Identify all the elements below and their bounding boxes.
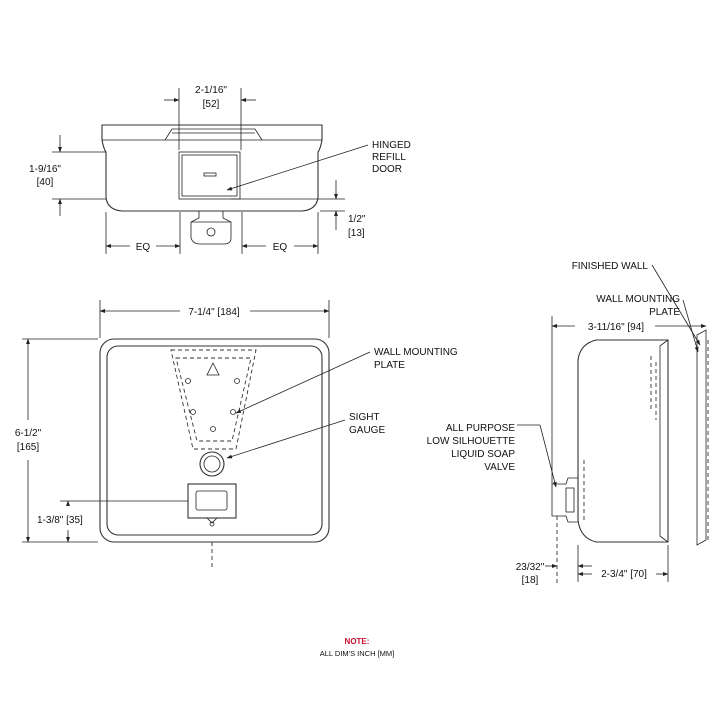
callout-gauge: GAUGE: [349, 425, 385, 436]
top-width-dim: 2-1/16": [195, 85, 227, 96]
callout-valve-2: LOW SILHOUETTE: [427, 436, 516, 447]
callout-side-plate-2: PLATE: [649, 307, 680, 318]
callout-door: DOOR: [372, 164, 402, 175]
eq-left-dim: EQ: [136, 242, 151, 253]
note-body: ALL DIM'S INCH [MM]: [320, 649, 395, 658]
side-valve-dim-mm: [18]: [522, 575, 539, 586]
valve-height-dim-mm: [13]: [348, 228, 365, 239]
callout-finished-wall: FINISHED WALL: [572, 261, 649, 272]
top-view: 2-1/16" [52] 1-9/16" [40] 1/2" [13] EQ E…: [29, 85, 411, 254]
callout-hinged: HINGED: [372, 140, 411, 151]
side-valve: [551, 477, 578, 523]
side-view: 3-11/16" [94] 2-3/4" [70] 23/32" [18] FI…: [427, 261, 709, 586]
callout-valve-4: VALVE: [484, 462, 515, 473]
front-view-body-outer: [99, 338, 330, 543]
front-width-dim: 7-1/4" [184]: [188, 307, 240, 318]
callout-sight: SIGHT: [349, 412, 380, 423]
callout-wall-plate-2: PLATE: [374, 360, 405, 371]
callout-wall-plate: WALL MOUNTING: [374, 347, 458, 358]
front-height-dim: 6-1/2": [15, 428, 42, 439]
side-view-body: [577, 339, 669, 543]
side-depth-dim: 3-11/16" [94]: [588, 322, 644, 333]
wall-plate-hidden: [170, 349, 257, 450]
top-view-body: [101, 124, 323, 212]
callout-side-plate: WALL MOUNTING: [596, 294, 680, 305]
side-base-dim: 2-3/4" [70]: [601, 569, 647, 580]
callout-valve-3: LIQUID SOAP: [451, 449, 515, 460]
front-view-body-inner: [106, 345, 323, 536]
sight-gauge: [199, 451, 225, 477]
side-wall-plate: [696, 329, 707, 546]
note-block: NOTE: ALL DIM'S INCH [MM]: [320, 637, 395, 658]
front-height-dim-mm: [165]: [17, 442, 39, 453]
top-height-dim: 1-9/16": [29, 164, 61, 175]
plate-triangle-icon: [206, 362, 220, 376]
door-height-dim: 1-3/8" [35]: [37, 515, 83, 526]
valve-top: [190, 211, 232, 245]
eq-right-dim: EQ: [273, 242, 288, 253]
refill-door-top: [178, 151, 241, 200]
callout-valve-1: ALL PURPOSE: [446, 423, 515, 434]
side-valve-dim: 23/32": [516, 562, 545, 573]
top-width-dim-mm: [52]: [203, 99, 220, 110]
valve-height-dim: 1/2": [348, 214, 366, 225]
note-title: NOTE:: [345, 637, 370, 646]
front-view: 7-1/4" [184] 6-1/2" [165] 1-3/8" [35] WA…: [15, 300, 458, 568]
top-height-dim-mm: [40]: [37, 177, 54, 188]
refill-door-front: [187, 483, 237, 519]
callout-refill: REFILL: [372, 152, 406, 163]
